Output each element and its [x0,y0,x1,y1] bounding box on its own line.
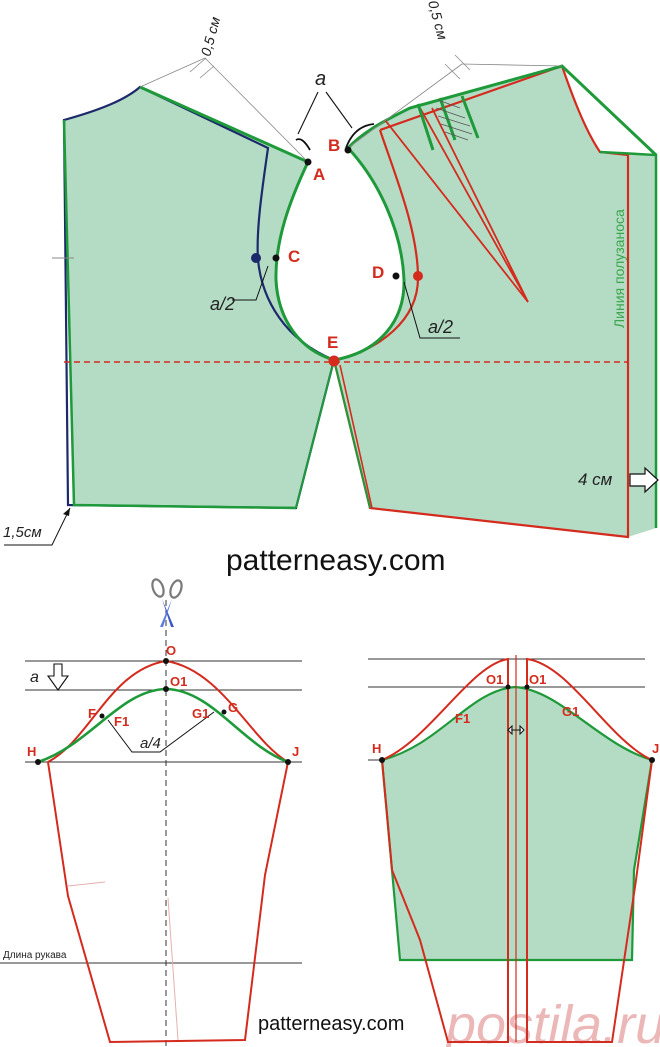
sleeve-label-a: a [30,669,39,686]
arrow-a [46,663,70,691]
label-O1-right-right: O1 [529,672,546,687]
point-A-dot [304,158,312,166]
label-G: G [228,700,238,715]
hem-offset-arrowhead [63,508,70,516]
point-C-dot [272,254,280,262]
dot-O [163,658,169,664]
side-offset-label: 4 см [578,470,613,489]
label-O1-left-right: O1 [486,672,503,687]
label-a4: a/4 [140,735,161,752]
label-J-right: J [652,741,659,756]
seam-guides [139,54,563,163]
sleeve-right-red-right [526,657,654,1043]
bodice-drawing: 0,5 см 0,5 см a A B C D E a/2 a/2 Линия … [3,0,659,546]
dart-hatching [435,99,473,141]
front-side-green [599,150,658,528]
hem-offset-label: 1,5см [3,524,42,541]
point-C-blue-dot [251,253,261,263]
pointer-a-right [325,91,353,129]
dot-F [99,713,105,719]
label-H: H [27,744,36,759]
sleeve-right-red-left [380,657,509,1043]
back-side-green [62,119,297,510]
side-seam-lines [295,359,371,509]
pointer-a4 [107,711,215,753]
spread-arrow [507,724,525,736]
sleeve-left-drawing: a O O1 F F1 G1 G H J a/4 Длина рукава [0,578,302,1047]
label-F: F [88,706,96,721]
label-a2-right: a/2 [428,317,453,337]
point-D-red-dot [413,271,423,281]
scissors-icon [151,578,183,627]
label-O: O [166,643,176,658]
front-outline-red [332,64,630,539]
sleeve-right-drawing: O1 O1 F1 G1 H J [368,655,659,1043]
dot-J [285,759,291,765]
dot-O1 [163,686,169,692]
label-F1: F1 [114,714,129,729]
arc-a-left [295,138,311,151]
postila-logo: postila.ru [444,995,660,1047]
pointer-a2-left [232,265,269,301]
label-A: A [313,165,325,184]
arc-a-right [345,123,375,149]
label-F1-right: F1 [455,711,470,726]
watermark-bottom: patterneasy.com [258,1013,404,1035]
seam-label-left: 0,5 см [197,15,223,58]
front-side-red [339,364,373,509]
point-D-dot [392,272,400,280]
label-D: D [372,263,384,282]
label-G1: G1 [192,706,209,721]
label-a2-left: a/2 [210,294,235,314]
hem-offset-pointer [4,507,71,546]
label-H-right: H [372,741,381,756]
label-a: a [315,68,326,90]
pointer-a-left [297,91,319,135]
dot-J-right [649,757,655,763]
dot-O1-right-right [524,684,530,690]
label-E: E [327,333,338,352]
faint-line-1 [67,881,106,887]
dot-G [221,709,227,715]
seam-label-right: 0,5 см [425,0,451,42]
label-sleeve-length: Длина рукава [3,950,67,961]
label-C: C [288,247,300,266]
point-E-dot [328,355,340,367]
label-B: B [328,136,340,155]
watermark-top: patterneasy.com [226,544,446,577]
dot-O1-left-right [505,684,511,690]
semi-fit-line-label: Линия полузаноса [611,209,627,328]
label-O1: O1 [170,674,187,689]
dot-H-right [379,757,385,763]
point-B-dot [344,146,352,154]
back-piece-fill [64,87,334,508]
sleeve-left-outline [46,659,290,1044]
label-G1-right: G1 [562,704,579,719]
back-correction-line [139,85,335,362]
label-J: J [292,744,299,759]
faint-line-2 [167,897,179,1041]
dot-H [35,759,41,765]
pointer-a2-right [403,281,460,339]
front-piece-fill [334,66,656,537]
side-offset-arrow [629,466,659,494]
dart [384,107,529,303]
